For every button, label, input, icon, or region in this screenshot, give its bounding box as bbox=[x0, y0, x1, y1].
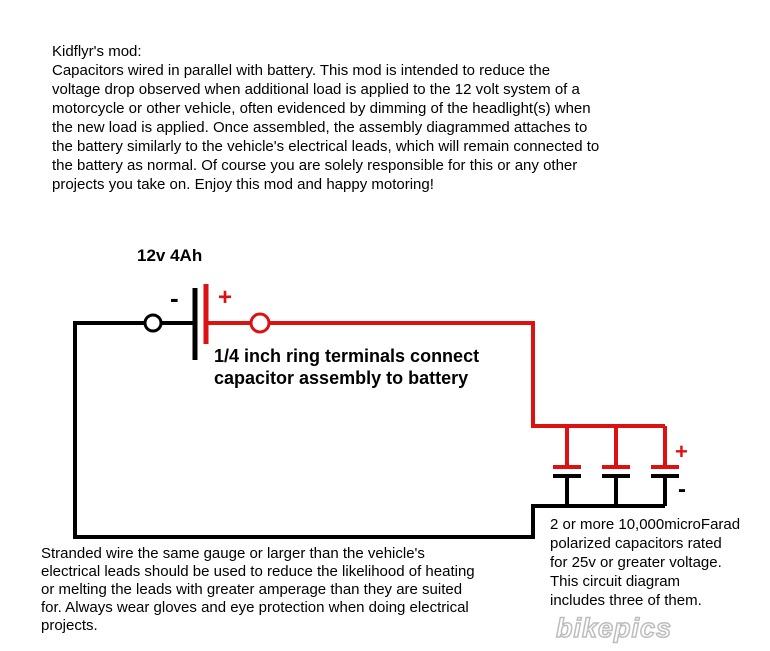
negative-ring-terminal bbox=[143, 313, 163, 333]
watermark-text: bikepics bbox=[556, 613, 672, 643]
capacitor-note: 2 or more 10,000microFarad polarized cap… bbox=[550, 516, 741, 609]
capacitor-positive-sign: + bbox=[675, 439, 688, 464]
battery-label: 12v 4Ah bbox=[137, 246, 203, 265]
positive-ring-terminal bbox=[249, 312, 271, 334]
bikepics-watermark-logo: bikepics bbox=[555, 612, 672, 644]
intro-description: Capacitors wired in parallel with batter… bbox=[52, 62, 600, 193]
battery-positive-sign: + bbox=[218, 284, 232, 311]
battery-negative-sign: - bbox=[170, 283, 179, 313]
capacitor-negative-sign: - bbox=[678, 476, 686, 503]
wire-gauge-note: Stranded wire the same gauge or larger t… bbox=[41, 545, 475, 634]
negative-wire bbox=[73, 321, 665, 539]
intro-title: Kidflyr's mod: bbox=[52, 43, 142, 60]
ring-terminal-note: 1/4 inch ring terminals connect capacito… bbox=[214, 346, 480, 388]
positive-wire bbox=[269, 321, 665, 428]
